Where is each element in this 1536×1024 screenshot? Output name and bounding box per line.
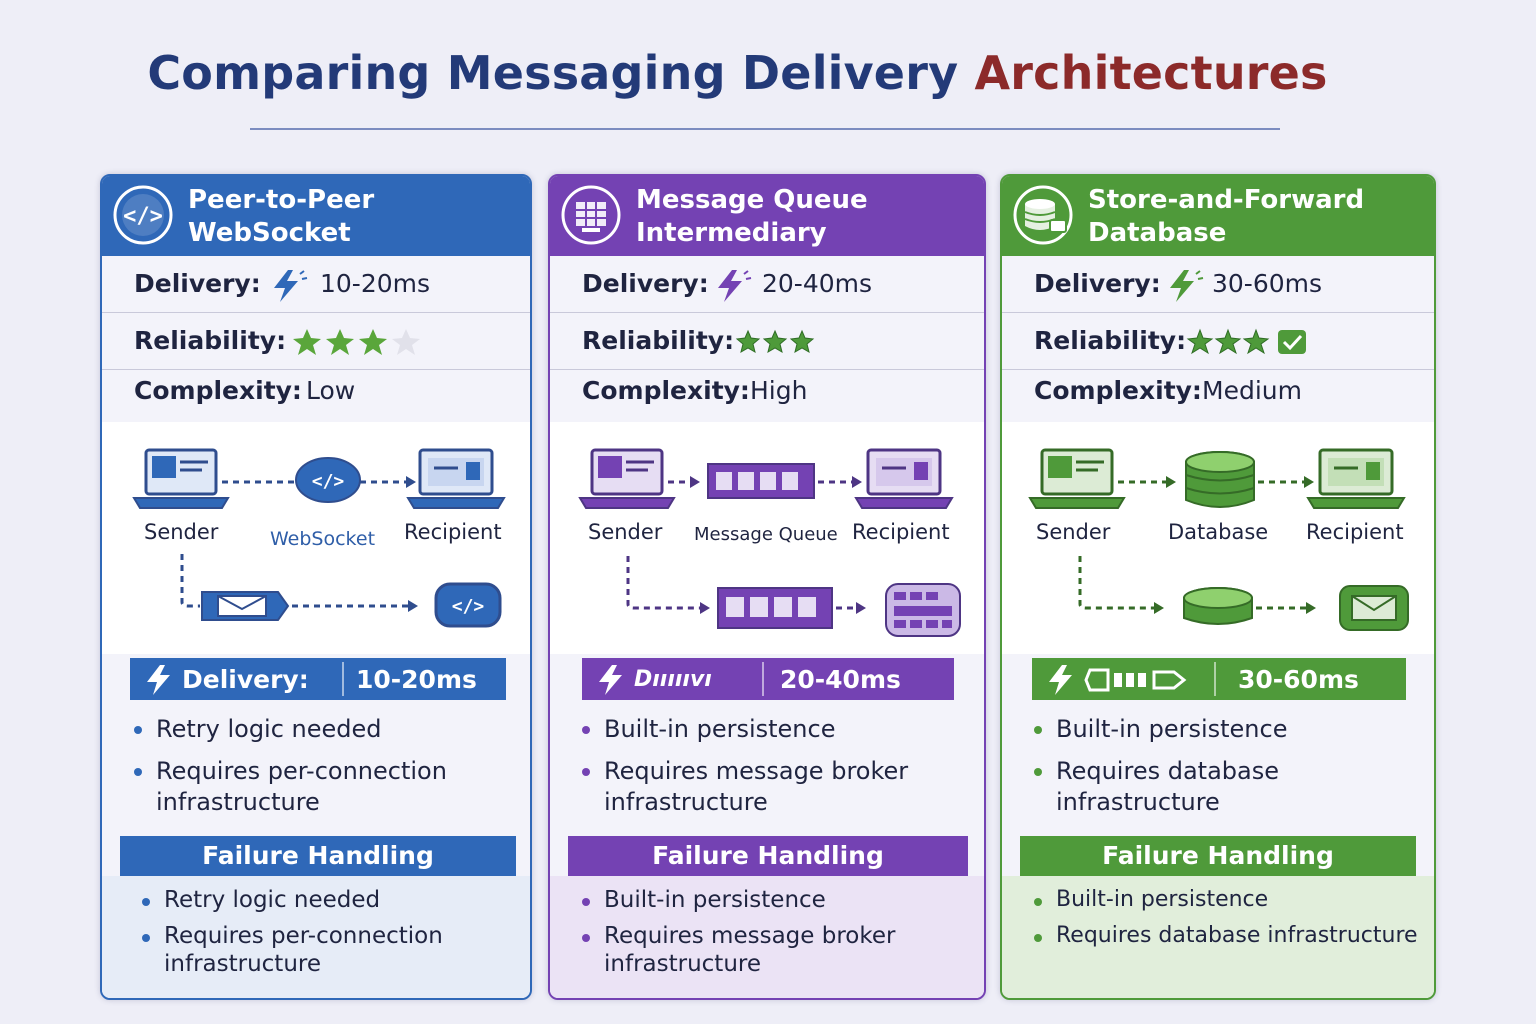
delivery-bar: 30-60ms <box>1032 658 1406 700</box>
diagram-label-right: Recipient <box>852 520 950 544</box>
message-queue-icon <box>707 463 815 499</box>
delivery-row: Delivery: 10-20ms <box>102 256 530 313</box>
failure-handling-body: Built-in persistence Requires database i… <box>1002 876 1434 998</box>
recipient-laptop-icon <box>1306 448 1406 509</box>
list-item: Requires database infrastructure <box>1034 756 1424 818</box>
envelope-icon <box>201 591 290 621</box>
delivery-bar: Delivery: 10-20ms <box>130 658 506 700</box>
list-item: Built-in persistence <box>1034 886 1424 914</box>
complexity-value: High <box>750 376 808 405</box>
delivery-row: Delivery: 30-60ms <box>1002 256 1434 313</box>
list-item: Retry logic needed <box>142 886 520 914</box>
list-item: Requires message broker infrastructure <box>582 756 974 818</box>
failure-handling-header: Failure Handling <box>120 836 516 876</box>
server-icon <box>885 583 961 637</box>
svg-text:</>: </> <box>452 596 485 617</box>
reliability-row: Reliability: <box>550 313 984 370</box>
reliability-row: Reliability: <box>102 313 530 370</box>
message-queue-icon <box>717 587 833 629</box>
sender-laptop-icon <box>1028 448 1126 509</box>
flow-diagram: Sender Database Recipient <box>1002 422 1434 654</box>
code-badge-icon: </> <box>434 582 502 628</box>
lightning-icon <box>1170 270 1204 302</box>
delivery-value: 20-40ms <box>762 269 873 298</box>
recipient-laptop-icon <box>854 448 954 509</box>
queue-icon <box>561 185 621 245</box>
page-title: Comparing Messaging Delivery Architectur… <box>0 46 1475 100</box>
title-accent: Architectures <box>974 46 1328 100</box>
envelope-icon <box>1339 585 1409 631</box>
delivery-value: 30-60ms <box>1212 269 1323 298</box>
list-item: Built-in persistence <box>1034 714 1424 745</box>
connector-icon <box>1084 668 1187 692</box>
diagram-label-left: Sender <box>1036 520 1111 544</box>
feature-list: Built-in persistence Requires message br… <box>582 714 974 829</box>
sender-laptop-icon <box>132 448 230 509</box>
complexity-row: Complexity: Low <box>134 376 356 405</box>
list-item: Requires message broker infrastructure <box>582 922 974 978</box>
diagram-label-middle: Message Queue <box>694 524 838 545</box>
flow-diagram: </> </> Sender WebSoc <box>102 422 530 654</box>
lightning-icon <box>147 665 170 695</box>
lightning-icon <box>1049 665 1072 695</box>
database-icon <box>1185 451 1255 508</box>
star-rating-icon <box>1186 328 1306 355</box>
check-icon <box>1278 330 1306 354</box>
delivery-value: 10-20ms <box>320 269 431 298</box>
complexity-row: Complexity: High <box>582 376 808 405</box>
feature-list: Retry logic needed Requires per-connecti… <box>134 714 520 829</box>
svg-text:</>: </> <box>312 471 345 492</box>
lightning-icon <box>718 270 752 302</box>
list-item: Requires per-connection infrastructure <box>134 756 520 818</box>
diagram-label-right: Recipient <box>404 520 502 544</box>
recipient-laptop-icon <box>406 448 506 509</box>
title-main: Comparing Messaging Delivery <box>147 46 959 100</box>
failure-handling-body: Retry logic needed Requires per-connecti… <box>102 876 530 998</box>
svg-text:</>: </> <box>123 204 163 229</box>
complexity-value: Low <box>306 376 356 405</box>
star-rating-icon <box>735 329 815 354</box>
list-item: Built-in persistence <box>582 714 974 745</box>
code-icon: </> <box>113 185 173 245</box>
diagram-label-left: Sender <box>144 520 219 544</box>
failure-handling-header: Failure Handling <box>1020 836 1416 876</box>
list-item: Retry logic needed <box>134 714 520 745</box>
diagram-label-right: Recipient <box>1306 520 1404 544</box>
failure-handling-body: Built-in persistence Requires message br… <box>550 876 984 998</box>
diagram-label-middle: WebSocket <box>270 528 376 550</box>
diagram-label-left: Sender <box>588 520 663 544</box>
sender-laptop-icon <box>578 448 676 509</box>
reliability-row: Reliability: <box>1002 313 1434 370</box>
list-item: Built-in persistence <box>582 886 974 914</box>
lightning-icon <box>599 665 622 695</box>
list-item: Requires database infrastructure <box>1034 922 1424 950</box>
complexity-row: Complexity: Medium <box>1034 376 1302 405</box>
database-icon <box>1183 587 1253 625</box>
failure-handling-header: Failure Handling <box>568 836 968 876</box>
lightning-icon <box>274 270 308 302</box>
diagram-label-middle: Database <box>1168 520 1269 544</box>
list-item: Requires per-connection infrastructure <box>142 922 520 978</box>
complexity-value: Medium <box>1202 376 1302 405</box>
delivery-bar: Dıııııvı 20-40ms <box>582 658 954 700</box>
title-divider <box>250 128 1280 130</box>
feature-list: Built-in persistence Requires database i… <box>1034 714 1424 829</box>
database-icon <box>1013 185 1073 245</box>
websocket-node-icon <box>295 457 361 503</box>
flow-diagram: Sender Message Queue Recipient <box>550 422 984 654</box>
star-rating-icon <box>293 329 420 355</box>
delivery-row: Delivery: 20-40ms <box>550 256 984 313</box>
